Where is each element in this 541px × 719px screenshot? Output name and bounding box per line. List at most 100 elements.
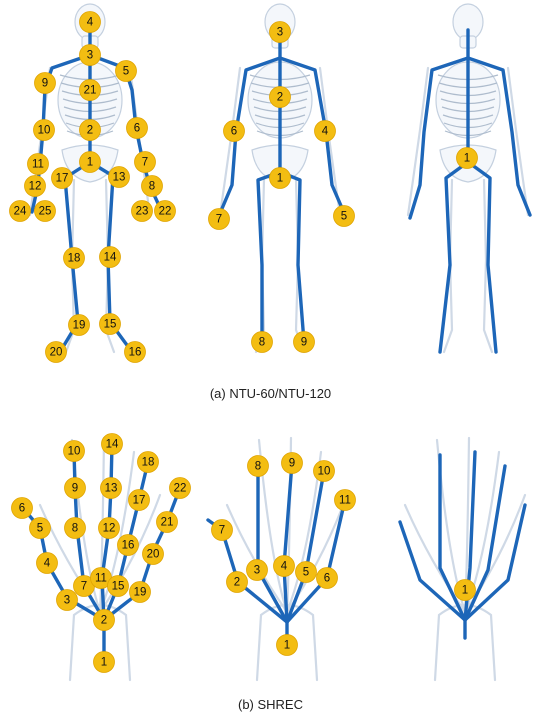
ntu-part-joint-badge: 6 xyxy=(224,121,245,142)
ntu-part-joint-label: 3 xyxy=(277,27,283,39)
shrec-full-joint-label: 13 xyxy=(105,483,118,495)
shrec-full-joint-badge: 19 xyxy=(130,582,151,603)
shrec-full-joint-label: 20 xyxy=(147,549,160,561)
ntu-full-joint-badge: 18 xyxy=(64,248,85,269)
shrec-full-joint-badge: 16 xyxy=(118,535,139,556)
ntu-part-joint-label: 2 xyxy=(277,92,283,104)
ntu-full-joint-badge: 2 xyxy=(80,120,101,141)
ntu-full-joint-badge: 11 xyxy=(28,154,49,175)
shrec-part-joint-badge: 10 xyxy=(314,461,335,482)
shrec-part-joint-badge: 1 xyxy=(277,635,298,656)
ntu-full-joint-label: 1 xyxy=(87,157,93,169)
ntu-full-joint-badge: 4 xyxy=(80,12,101,33)
shrec-part-joint-badge: 2 xyxy=(227,572,248,593)
shrec-full-joint-label: 7 xyxy=(81,581,87,593)
ntu-body-limb-bone xyxy=(508,68,528,215)
shrec-part-joint-badge: 4 xyxy=(274,556,295,577)
shrec-full-joint-badge: 12 xyxy=(99,518,120,539)
ntu-full-joint-label: 24 xyxy=(14,206,27,218)
shrec-full-joint-badge: 18 xyxy=(138,452,159,473)
ntu-full-joint-label: 9 xyxy=(42,78,48,90)
ntu-full-joint-label: 16 xyxy=(129,347,142,359)
shrec-full-joint-badge: 10 xyxy=(64,441,85,462)
ntu-part-joint-label: 9 xyxy=(301,337,307,349)
shrec-full-hand-outline xyxy=(40,438,160,680)
shrec-hand-hand-outline xyxy=(405,438,525,680)
ntu-full-joint-label: 22 xyxy=(159,206,172,218)
ntu-body-joint-badge: 1 xyxy=(457,148,478,169)
ntu-full-joint-label: 15 xyxy=(104,319,117,331)
ntu-body-joint-label: 1 xyxy=(464,153,470,165)
shrec-full-joint-badge: 6 xyxy=(12,498,33,519)
shrec-full-joint-badge: 8 xyxy=(65,518,86,539)
shrec-part-joint-label: 2 xyxy=(234,577,240,589)
ntu-full-joint-badge: 6 xyxy=(127,118,148,139)
shrec-full-joint-label: 17 xyxy=(133,495,146,507)
ntu-part-joint-badge: 5 xyxy=(334,206,355,227)
ntu-full-joint-badge: 21 xyxy=(80,80,101,101)
shrec-full-joint-badge: 21 xyxy=(157,512,178,533)
ntu-part-joint-label: 1 xyxy=(277,173,283,185)
shrec-full-joint-badge: 14 xyxy=(102,434,123,455)
shrec-part-joint-badge: 9 xyxy=(282,453,303,474)
ntu-full-joint-label: 6 xyxy=(134,123,140,135)
ntu-full-joint-label: 10 xyxy=(38,125,51,137)
shrec-part-joint-label: 6 xyxy=(324,573,330,585)
ntu-part-joint-label: 6 xyxy=(231,126,237,138)
ntu-full-joint-badge: 12 xyxy=(25,176,46,197)
ntu-full-joint-badge: 7 xyxy=(135,152,156,173)
skeleton-edge xyxy=(400,522,465,638)
shrec-full-joint-badge: 2 xyxy=(94,610,115,631)
ntu-full-joint-label: 13 xyxy=(113,172,126,184)
ntu-full-joint-badge: 17 xyxy=(52,168,73,189)
ntu-full-joint-badge: 22 xyxy=(155,201,176,222)
ntu-part-joint-badge: 4 xyxy=(315,121,336,142)
skeleton-edge xyxy=(280,172,304,342)
ntu-full-joint-badge: 23 xyxy=(132,201,153,222)
shrec-part-joint-badge: 3 xyxy=(247,560,268,581)
shrec-full-joint-label: 21 xyxy=(161,517,174,529)
shrec-part-joint-badge: 6 xyxy=(317,568,338,589)
skeleton-edge xyxy=(440,162,468,352)
shrec-full-joint-badge: 3 xyxy=(57,590,78,611)
shrec-hand-joint-label: 1 xyxy=(462,585,468,597)
shrec-full-joint-label: 18 xyxy=(142,457,155,469)
ntu-full-joint-label: 19 xyxy=(73,320,86,332)
shrec-full-joint-badge: 4 xyxy=(37,553,58,574)
shrec-full-joint-label: 2 xyxy=(101,615,107,627)
ntu-full-joint-badge: 24 xyxy=(10,201,31,222)
shrec-full-joint-label: 22 xyxy=(174,483,187,495)
ntu-full-joint-badge: 16 xyxy=(125,342,146,363)
shrec-full-joint-badge: 13 xyxy=(101,478,122,499)
shrec-part-joint-label: 1 xyxy=(284,640,290,652)
ntu-part-joint-badge: 1 xyxy=(270,168,291,189)
ntu-full-joint-badge: 1 xyxy=(80,152,101,173)
shrec-part-joint-badge: 11 xyxy=(335,490,356,511)
shrec-full-joint-label: 3 xyxy=(64,595,70,607)
shrec-full-joint-label: 16 xyxy=(122,540,135,552)
shrec-full-joint-badge: 5 xyxy=(30,518,51,539)
ntu-full-joint-badge: 19 xyxy=(69,315,90,336)
ntu-full-joint-badge: 20 xyxy=(46,342,67,363)
shrec-full-joint-label: 12 xyxy=(103,523,116,535)
shrec-full-joint-badge: 9 xyxy=(65,478,86,499)
shrec-part-joint-label: 5 xyxy=(303,567,309,579)
shrec-full-joint-label: 11 xyxy=(95,573,107,585)
shrec-part-joint-label: 11 xyxy=(339,495,351,507)
ntu-full-joint-badge: 3 xyxy=(80,45,101,66)
shrec-part-joint-badge: 5 xyxy=(296,562,317,583)
ntu-part-joint-label: 7 xyxy=(216,214,222,226)
ntu-full-joint-badge: 14 xyxy=(100,247,121,268)
shrec-full-joint-label: 10 xyxy=(68,446,81,458)
shrec-part-joint-label: 10 xyxy=(318,466,331,478)
shrec-part-joint-badge: 8 xyxy=(248,456,269,477)
ntu-full-joint-label: 23 xyxy=(136,206,149,218)
skeleton-edge xyxy=(258,172,280,342)
ntu-part-joint-label: 5 xyxy=(341,211,347,223)
ntu-full-joint-badge: 10 xyxy=(34,120,55,141)
shrec-hand-joint-badge: 1 xyxy=(455,580,476,601)
shrec-full-joint-label: 15 xyxy=(112,581,125,593)
shrec-full-joint-badge: 1 xyxy=(94,652,115,673)
ntu-full-joint-label: 14 xyxy=(104,252,117,264)
